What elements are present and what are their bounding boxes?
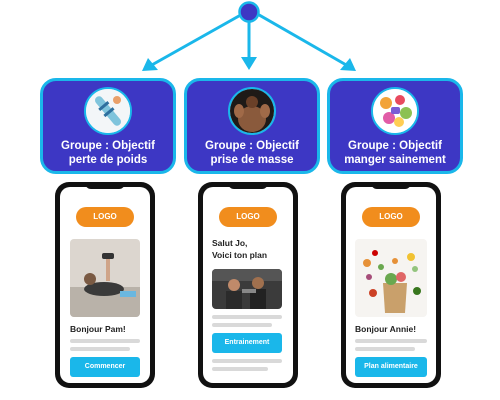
phone-notch — [371, 182, 411, 189]
group-title: Groupe : Objectif prise de masse — [191, 139, 313, 167]
root-node — [238, 1, 260, 23]
start-button[interactable]: Commencer — [70, 357, 140, 377]
greeting-line2: Voici ton plan — [212, 250, 268, 260]
placeholder-line — [70, 339, 140, 343]
arrowhead-center — [241, 57, 257, 70]
arrowhead-right — [340, 58, 356, 71]
placeholder-line — [212, 359, 282, 363]
healthy-food-icon — [371, 87, 419, 135]
weight-loss-icon — [84, 87, 132, 135]
phone-mockup-healthy-eating: LOGO Bonjour Annie! Plan alimentaire — [341, 182, 441, 388]
phone-screen: LOGO Bonjour Pam! Commencer — [60, 187, 150, 383]
phone-notch — [85, 182, 125, 189]
phone-screen: LOGO Bonjour Annie! Plan alimentaire — [346, 187, 436, 383]
logo-badge: LOGO — [219, 207, 277, 227]
placeholder-line — [70, 347, 130, 351]
greeting-text: Bonjour Annie! — [355, 324, 417, 334]
arrow-right — [253, 10, 349, 68]
group-title: Groupe : Objectif perte de poids — [47, 139, 169, 167]
placeholder-line — [212, 367, 268, 371]
meal-plan-button[interactable]: Plan alimentaire — [355, 357, 427, 377]
group-title-line1: Groupe : Objectif — [205, 140, 299, 152]
group-weight-loss: Groupe : Objectif perte de poids — [40, 78, 176, 174]
logo-badge: LOGO — [76, 207, 134, 227]
gym-photo — [212, 269, 282, 309]
phone-notch — [228, 182, 268, 189]
greeting-line1: Salut Jo, — [212, 238, 248, 248]
group-title-line2: perte de poids — [68, 154, 148, 166]
group-muscle-gain: Groupe : Objectif prise de masse — [184, 78, 320, 174]
phone-mockup-weight-loss: LOGO Bonjour Pam! Commencer — [55, 182, 155, 388]
group-title-line2: manger sainement — [344, 154, 446, 166]
group-title: Groupe : Objectif manger sainement — [334, 139, 456, 167]
phone-screen: LOGO Salut Jo, Voici ton plan Entraineme… — [203, 187, 293, 383]
phone-mockup-muscle-gain: LOGO Salut Jo, Voici ton plan Entraineme… — [198, 182, 298, 388]
greeting-text: Bonjour Pam! — [70, 324, 126, 334]
placeholder-line — [212, 323, 272, 327]
groceries-photo — [355, 239, 427, 317]
placeholder-line — [355, 339, 427, 343]
workout-photo — [70, 239, 140, 317]
placeholder-line — [355, 347, 415, 351]
placeholder-line — [212, 315, 282, 319]
logo-badge: LOGO — [362, 207, 420, 227]
group-title-line2: prise de masse — [210, 154, 294, 166]
group-healthy-eating: Groupe : Objectif manger sainement — [327, 78, 463, 174]
arrow-left — [149, 10, 247, 68]
group-title-line1: Groupe : Objectif — [348, 140, 442, 152]
arrowhead-left — [142, 58, 158, 71]
training-button[interactable]: Entrainement — [212, 333, 282, 353]
muscle-man-icon — [228, 87, 276, 135]
group-title-line1: Groupe : Objectif — [61, 140, 155, 152]
